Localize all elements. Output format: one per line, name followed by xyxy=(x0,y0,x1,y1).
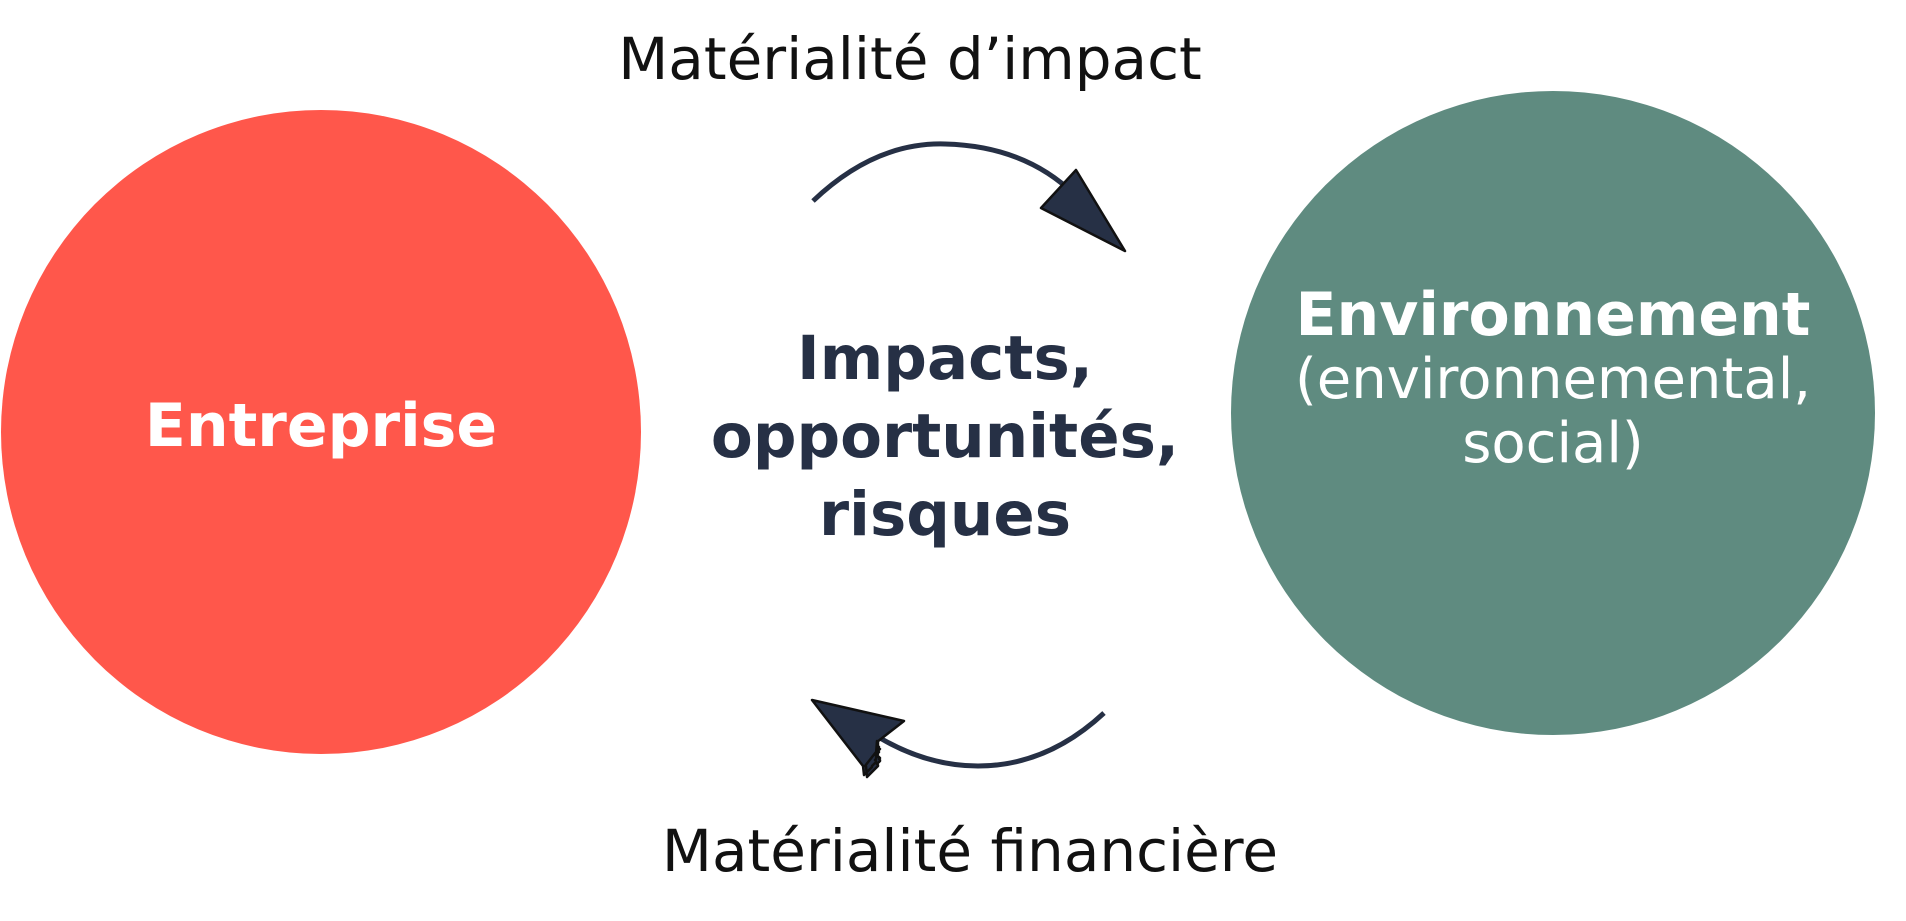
bottom-arrow-curve xyxy=(878,711,1106,769)
bottom-cycle-arrow xyxy=(810,698,1106,779)
environnement-content: Environnement (environnemental, social) xyxy=(1295,282,1811,477)
entreprise-circle: Entreprise xyxy=(1,110,641,754)
top-cycle-arrow xyxy=(811,141,1127,253)
environnement-circle: Environnement (environnemental, social) xyxy=(1231,91,1875,735)
bottom-arrow-head xyxy=(810,698,906,779)
top-arrow-head xyxy=(1039,168,1127,253)
entreprise-title: Entreprise xyxy=(144,391,498,461)
top-arrow-curve xyxy=(811,141,1077,203)
environnement-title: Environnement xyxy=(1295,279,1811,350)
impact-materiality-label: Matérialité d’impact xyxy=(618,25,1202,93)
center-text: Impacts, opportunités, risques xyxy=(710,323,1180,551)
financial-materiality-label: Matérialité financière xyxy=(661,817,1279,885)
environnement-subtitle: (environnemental, social) xyxy=(1294,346,1812,476)
